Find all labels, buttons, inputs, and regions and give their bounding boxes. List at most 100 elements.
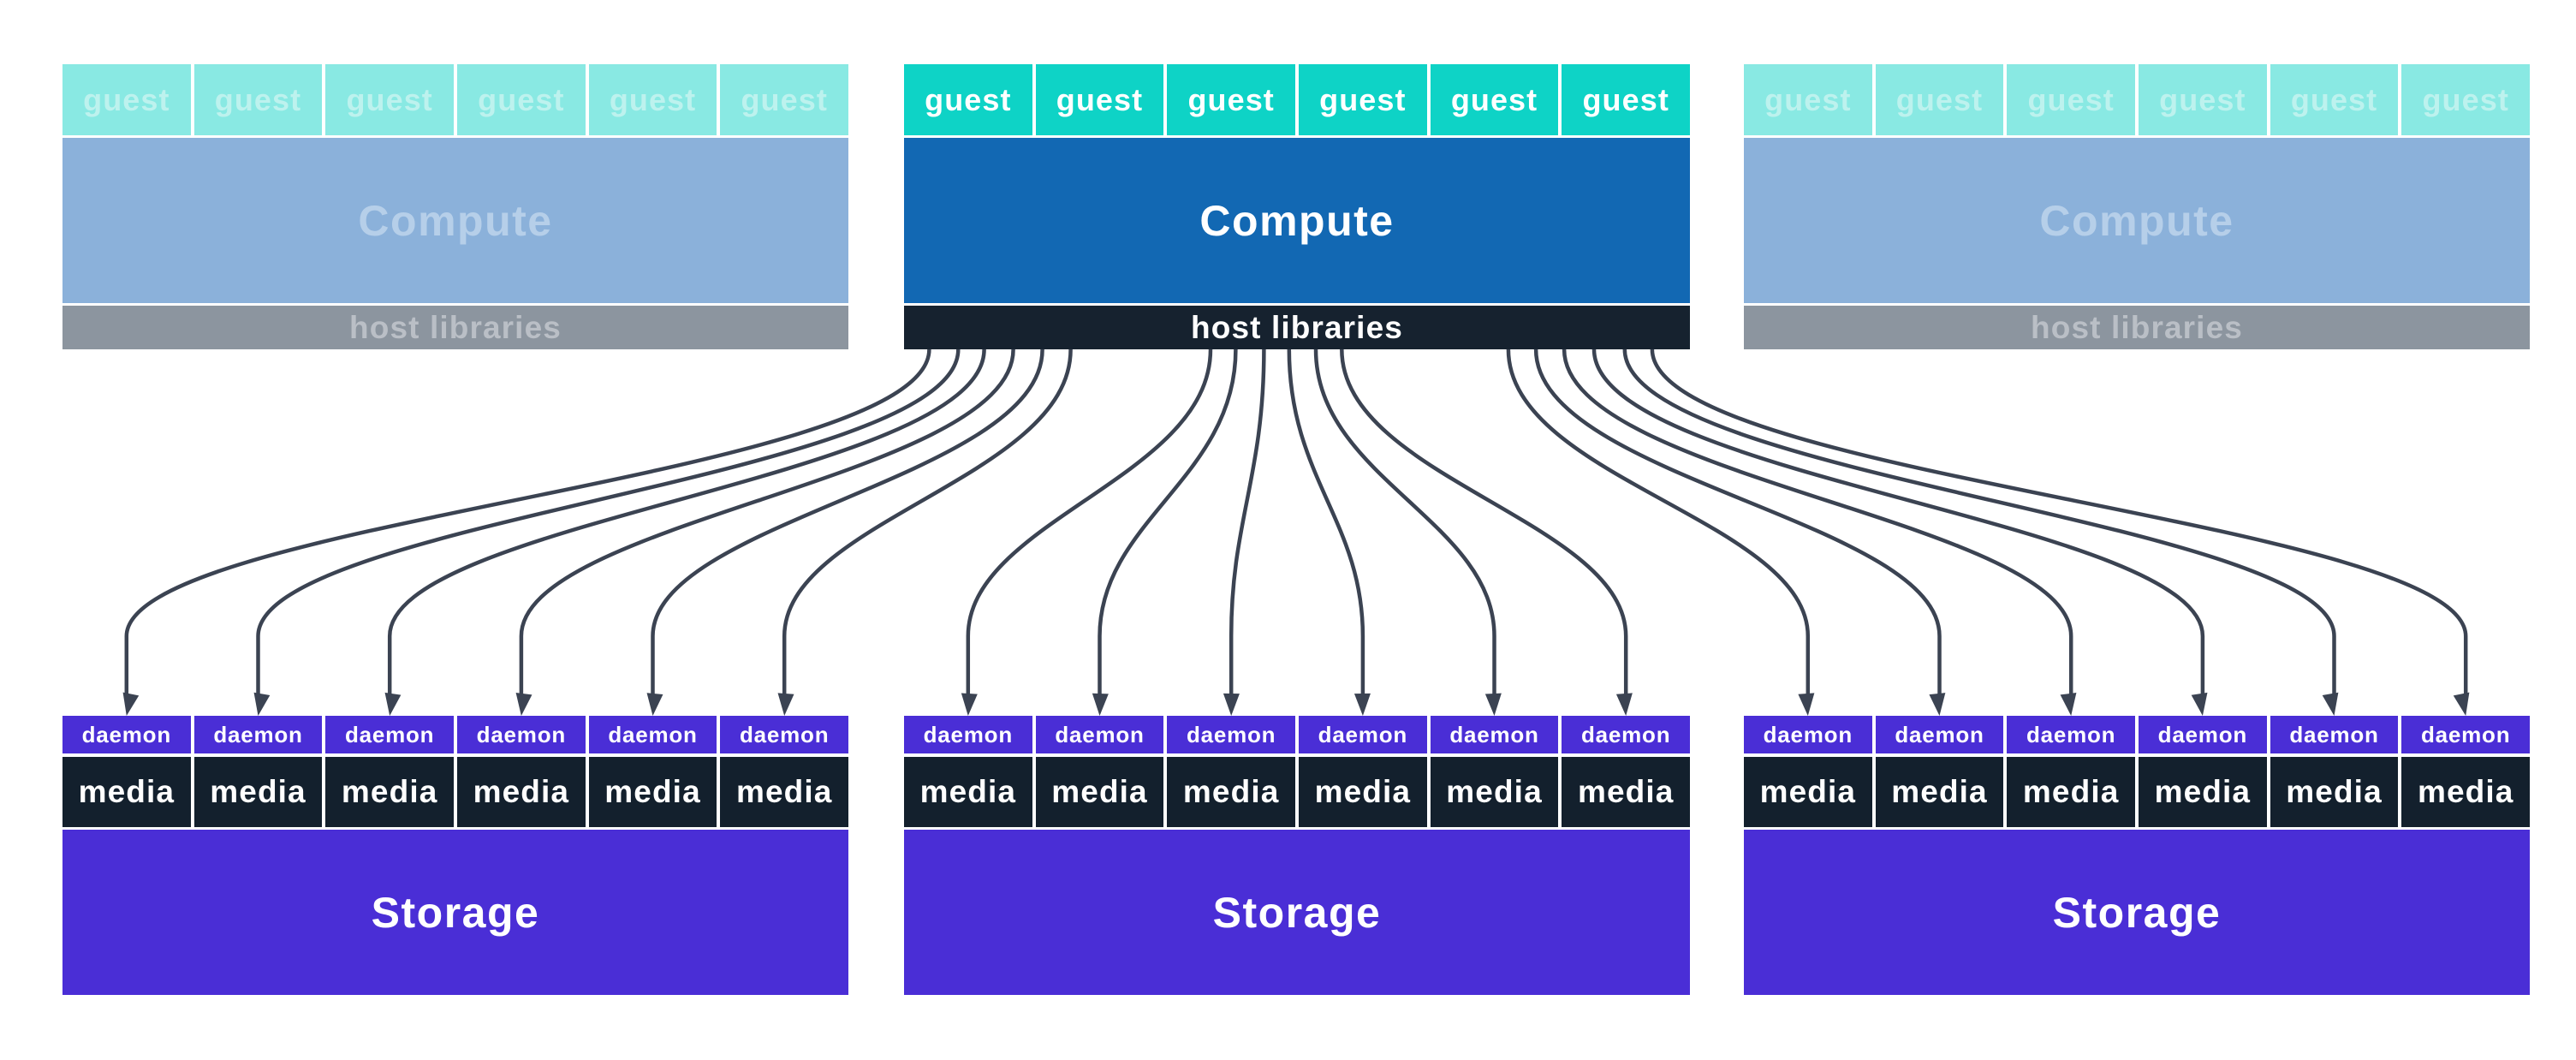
arrowhead-icon (515, 693, 532, 716)
arrowhead-icon (2191, 692, 2208, 716)
media-cell: media (62, 757, 191, 827)
media-cell: media (457, 757, 586, 827)
storage-block: Storage (62, 830, 848, 995)
arrowhead-icon (1798, 693, 1815, 716)
arrowhead-icon (1092, 693, 1109, 716)
arrow-line (1506, 348, 1811, 697)
media-cell: media (588, 757, 717, 827)
media-cell: media (2401, 757, 2531, 827)
daemon-cell: daemon (2007, 716, 2136, 753)
daemon-cell: daemon (457, 716, 586, 753)
arrowhead-icon (122, 692, 140, 716)
arrow-line (782, 348, 1073, 697)
compute-block: Compute (904, 138, 1690, 303)
guest-cell: guest (62, 64, 191, 135)
media-cell: media (720, 757, 849, 827)
guest-cell: guest (904, 64, 1032, 135)
media-cell: media (1167, 757, 1296, 827)
arrowhead-icon (1484, 693, 1502, 716)
arrowhead-icon (1353, 693, 1371, 716)
arrowhead-icon (1223, 693, 1240, 716)
storage-block: Storage (904, 830, 1690, 995)
guest-cell: guest (2270, 64, 2399, 135)
host-libraries-bar-center: host libraries (904, 306, 1690, 349)
arrowhead-icon (384, 692, 402, 716)
arrowhead-icon (1615, 693, 1633, 716)
daemon-cell: daemon (325, 716, 455, 753)
guest-cell: guest (1562, 64, 1691, 135)
arrow-line (124, 348, 931, 697)
arrowhead-icon (2453, 692, 2470, 716)
guest-cell: guest (2139, 64, 2267, 135)
media-cell: media (1430, 757, 1559, 827)
arrow-line (1229, 348, 1266, 697)
daemon-cell: daemon (1562, 716, 1691, 753)
daemon-cell: daemon (2139, 716, 2267, 753)
arrowhead-icon (2322, 692, 2339, 716)
daemon-cell: daemon (720, 716, 849, 753)
daemon-cell: daemon (1430, 716, 1559, 753)
guest-cell: guest (2007, 64, 2136, 135)
guest-cell: guest (720, 64, 849, 135)
guest-cell: guest (1299, 64, 1427, 135)
daemon-cell: daemon (588, 716, 717, 753)
arrowhead-icon (646, 693, 663, 716)
arrow-line (1340, 348, 1628, 697)
arrow-line (1562, 348, 2073, 697)
arrow-line (1591, 348, 2205, 697)
arrowhead-icon (253, 692, 271, 716)
daemon-cell: daemon (1299, 716, 1427, 753)
arrowhead-icon (1929, 693, 1946, 716)
arrow-line (1650, 348, 2468, 697)
host-libraries-bar-left: host libraries (62, 306, 848, 349)
guest-cell: guest (1744, 64, 1872, 135)
arrow-line (966, 348, 1213, 697)
media-cell: media (193, 757, 323, 827)
guest-cell: guest (588, 64, 717, 135)
compute-block: Compute (1744, 138, 2530, 303)
storage-block: Storage (1744, 830, 2530, 995)
guest-cell: guest (457, 64, 586, 135)
guest-cell: guest (193, 64, 323, 135)
arrow-line (1533, 348, 1942, 697)
media-cell: media (2007, 757, 2136, 827)
daemon-cell: daemon (2270, 716, 2399, 753)
arrow-line (1287, 348, 1365, 697)
daemon-cell: daemon (1167, 716, 1296, 753)
compute-block: Compute (62, 138, 848, 303)
media-cell: media (2270, 757, 2399, 827)
guest-cell: guest (1875, 64, 2004, 135)
arrow-line (1622, 348, 2336, 697)
arrow-line (519, 348, 1015, 697)
arrow-line (256, 348, 961, 697)
media-cell: media (904, 757, 1032, 827)
daemon-cell: daemon (1035, 716, 1164, 753)
arrow-line (1313, 348, 1496, 697)
daemon-cell: daemon (193, 716, 323, 753)
guest-cell: guest (1430, 64, 1559, 135)
arrowhead-icon (961, 693, 978, 716)
daemon-cell: daemon (2401, 716, 2531, 753)
guest-cell: guest (325, 64, 455, 135)
arrow-line (651, 348, 1044, 697)
host-libraries-bar-right: host libraries (1744, 306, 2530, 349)
guest-cell: guest (1035, 64, 1164, 135)
guest-cell: guest (1167, 64, 1296, 135)
media-cell: media (1299, 757, 1427, 827)
media-cell: media (325, 757, 455, 827)
media-cell: media (1035, 757, 1164, 827)
daemon-cell: daemon (62, 716, 191, 753)
media-cell: media (1744, 757, 1872, 827)
arrowhead-icon (777, 693, 794, 716)
arrow-line (387, 348, 986, 697)
arrowhead-icon (2060, 693, 2077, 716)
